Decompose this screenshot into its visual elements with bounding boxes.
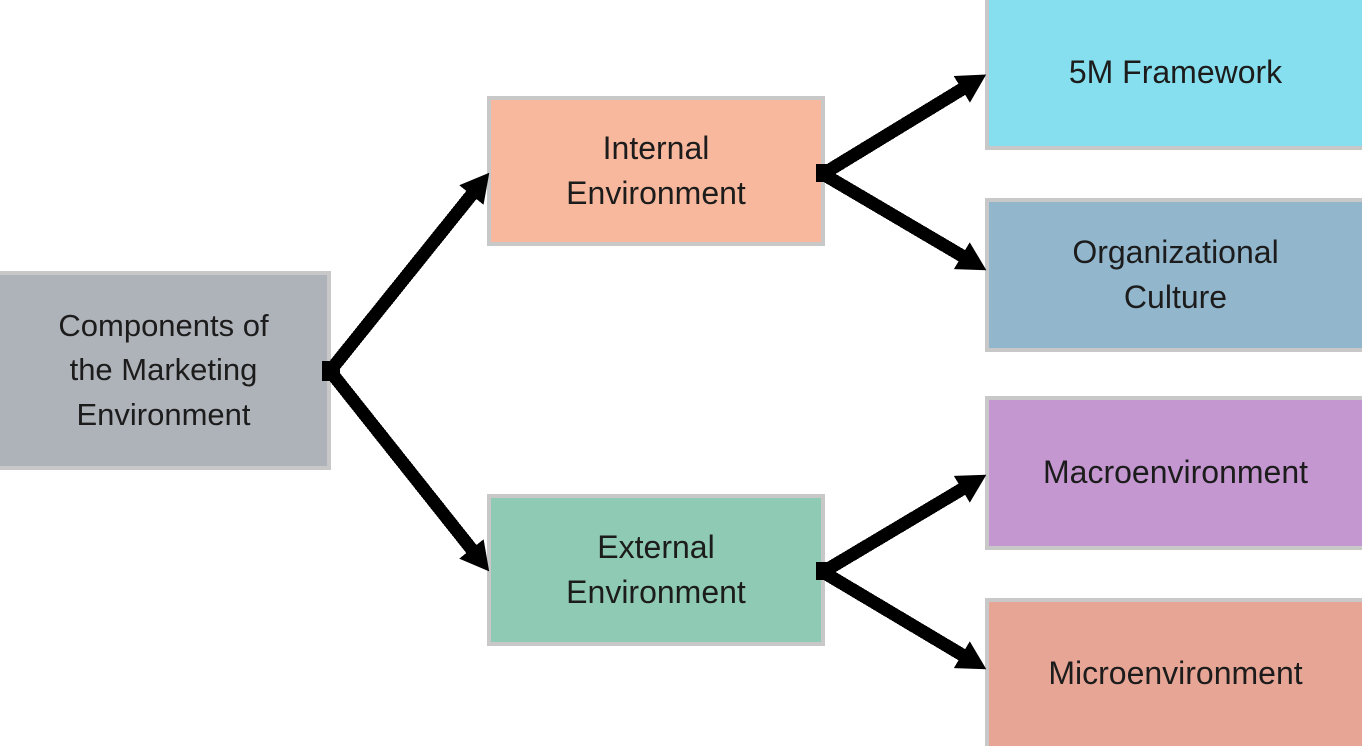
node-label: External Environment — [566, 528, 746, 610]
connector-root-external — [324, 366, 490, 572]
connector-external-macro — [819, 474, 987, 578]
node-internal-environment: Internal Environment — [487, 96, 825, 246]
connector-external-micro — [819, 566, 987, 670]
node-components-of-marketing-environment: Components of the Marketing Environment — [0, 271, 331, 470]
node-macroenvironment: Macroenvironment — [985, 396, 1362, 550]
node-label: Macroenvironment — [1043, 454, 1308, 491]
connector-root-internal — [324, 172, 490, 376]
node-label: Components of the Marketing Environment — [58, 308, 269, 432]
node-label: Organizational Culture — [1072, 233, 1279, 315]
connector-internal-5m — [819, 74, 987, 180]
node-label: Internal Environment — [566, 129, 746, 211]
node-microenvironment: Microenvironment — [985, 598, 1362, 746]
node-organizational-culture: Organizational Culture — [985, 198, 1362, 352]
node-external-environment: External Environment — [487, 494, 825, 646]
node-5m-framework: 5M Framework — [985, 0, 1362, 150]
node-label: Microenvironment — [1048, 655, 1303, 692]
connector-internal-org — [819, 168, 987, 271]
node-label: 5M Framework — [1068, 54, 1283, 91]
